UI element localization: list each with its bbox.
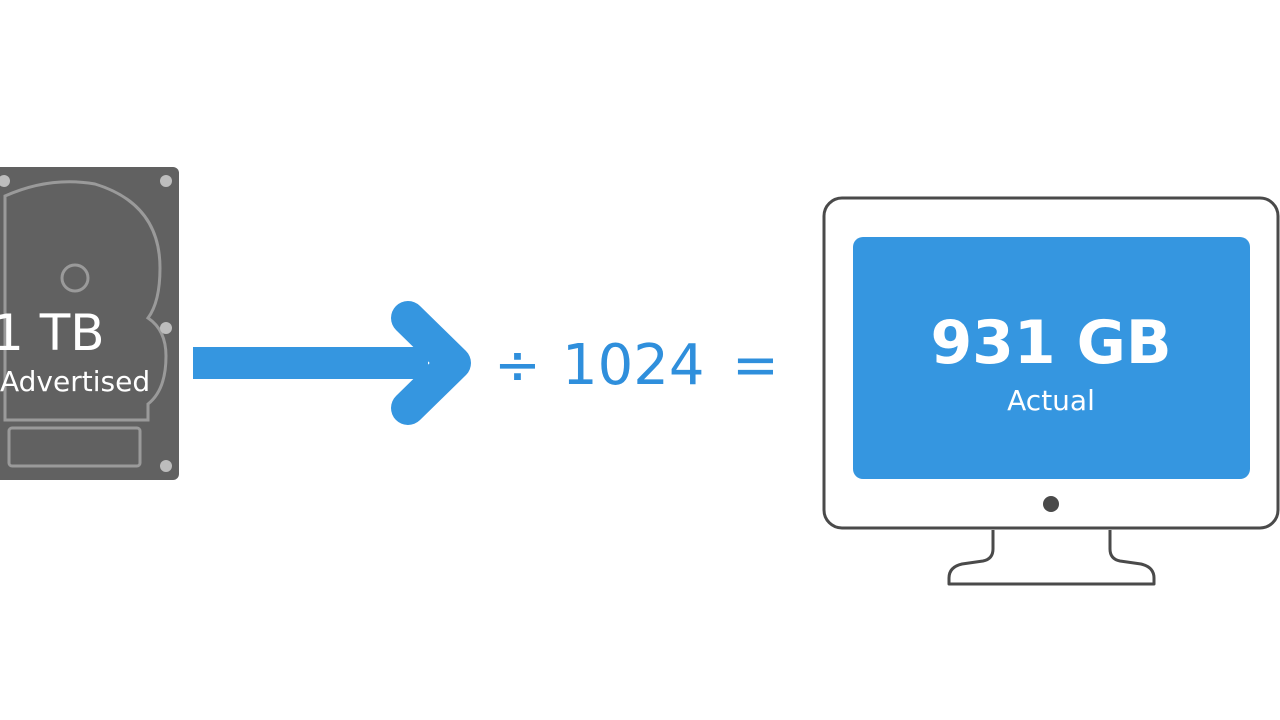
- actual-label: Actual: [1007, 384, 1095, 417]
- monitor-screen: [853, 237, 1250, 479]
- advertised-label: Advertised: [0, 365, 151, 398]
- equals-symbol: =: [732, 333, 779, 398]
- divide-symbol: ÷: [494, 333, 541, 398]
- monitor-stand: [947, 530, 1156, 586]
- actual-capacity: 931 GB: [930, 308, 1172, 378]
- monitor-icon: [822, 196, 1280, 586]
- power-button-icon: [1043, 496, 1059, 512]
- arrow-right-icon: [193, 301, 471, 425]
- hard-drive-icon: [0, 167, 179, 480]
- divisor-value: 1024: [562, 333, 705, 398]
- advertised-capacity: 1 TB: [0, 304, 105, 362]
